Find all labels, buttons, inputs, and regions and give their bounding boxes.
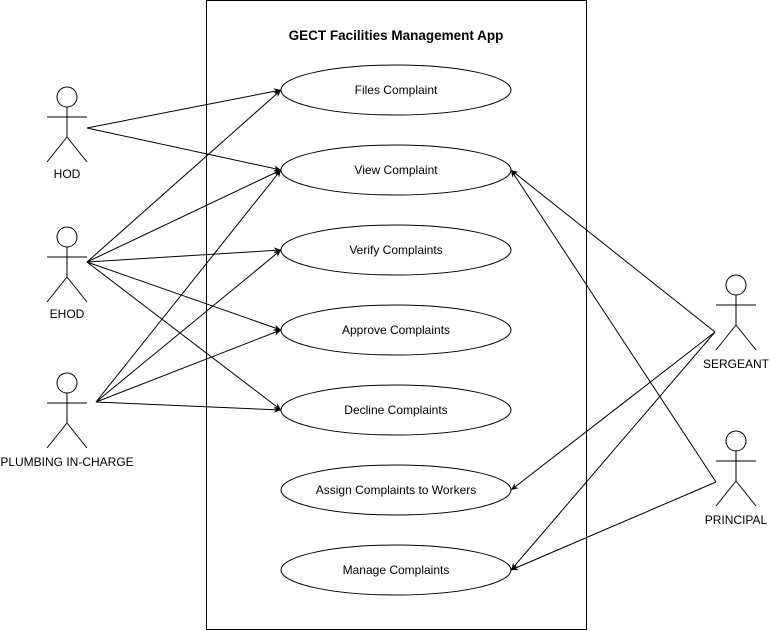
actor-sergeant[interactable]: SERGEANT — [703, 274, 770, 371]
actor-plumbing-in-charge[interactable]: PLUMBING IN-CHARGE — [0, 372, 134, 469]
use-case-verify[interactable]: Verify Complaints — [280, 224, 512, 276]
association-arrow-ehod-view — [86, 169, 282, 263]
association-arrow-plumbing-verify — [95, 249, 282, 403]
actor-principal[interactable]: PRINCIPAL — [705, 430, 768, 527]
use-case-ellipse — [280, 384, 512, 436]
system-title: GECT Facilities Management App — [289, 28, 504, 43]
association-arrow-ehod-approve — [86, 261, 282, 331]
association-arrow-sergeant-view — [510, 169, 716, 333]
stick-figure-icon — [715, 430, 757, 507]
actor-hod[interactable]: HOD — [46, 86, 88, 181]
use-case-assign[interactable]: Assign Complaints to Workers — [280, 464, 512, 516]
use-case-ellipse — [280, 304, 512, 356]
use-case-ellipse — [280, 144, 512, 196]
association-arrow-plumbing-view — [95, 169, 282, 403]
actor-label: PLUMBING IN-CHARGE — [0, 455, 133, 469]
use-case-view[interactable]: View Complaint — [280, 144, 512, 196]
use-case-decline[interactable]: Decline Complaints — [280, 384, 512, 436]
use-case-label: Assign Complaints to Workers — [316, 483, 477, 497]
use-case-manage[interactable]: Manage Complaints — [280, 544, 512, 596]
association-arrow-principal-manage — [510, 481, 717, 571]
association-arrow-principal-view — [510, 169, 717, 483]
actor-label: PRINCIPAL — [705, 513, 768, 527]
stick-figure-icon — [46, 226, 88, 303]
use-case-ellipse — [280, 544, 512, 596]
stick-figure-icon — [46, 372, 88, 449]
use-case-label: Approve Complaints — [342, 323, 450, 337]
actor-label: SERGEANT — [703, 357, 770, 371]
association-arrow-ehod-decline — [86, 261, 282, 411]
association-arrow-ehod-verify — [86, 247, 282, 263]
use-case-label: View Complaint — [354, 163, 438, 177]
actor-label: EHOD — [50, 307, 85, 321]
use-case-label: Verify Complaints — [349, 243, 442, 257]
stick-figure-icon — [715, 274, 757, 351]
association-arrow-sergeant-assign — [510, 331, 716, 491]
use-case-label: Decline Complaints — [344, 403, 447, 417]
actor-label: HOD — [54, 167, 81, 181]
association-arrow-hod-view — [86, 127, 282, 172]
use-case-ellipse — [280, 224, 512, 276]
association-arrow-sergeant-manage — [510, 331, 716, 571]
use-case-files[interactable]: Files Complaint — [280, 64, 512, 116]
use-case-label: Files Complaint — [355, 83, 438, 97]
use-case-approve[interactable]: Approve Complaints — [280, 304, 512, 356]
association-arrow-plumbing-approve — [95, 329, 282, 403]
actor-ehod[interactable]: EHOD — [46, 226, 88, 321]
use-case-label: Manage Complaints — [343, 563, 450, 577]
use-case-ellipse — [280, 64, 512, 116]
association-arrow-ehod-files — [86, 89, 282, 263]
associations — [86, 88, 717, 571]
association-arrow-hod-files — [86, 88, 282, 129]
use-case-ellipse — [280, 464, 512, 516]
association-arrow-plumbing-decline — [95, 401, 282, 413]
stick-figure-icon — [46, 86, 88, 163]
